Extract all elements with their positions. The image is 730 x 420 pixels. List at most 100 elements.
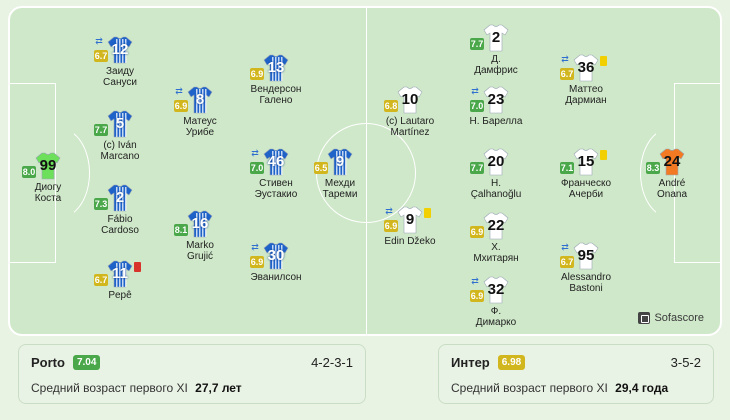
home-avg-age-label: Средний возраст первого XI (31, 381, 188, 395)
shirt-number: 2 (491, 29, 501, 46)
player-name: Франческо Ачерби (560, 178, 612, 200)
player-rating-badge: 7.7 (470, 162, 484, 174)
yellow-card-icon (600, 56, 607, 66)
player-rating-badge: 7.0 (250, 162, 264, 174)
away-team-summary[interactable]: Интер 6.98 3-5-2 Средний возраст первого… (438, 344, 714, 404)
substitution-icon: ⇄ (471, 276, 479, 286)
shirt-number: 15 (577, 153, 595, 170)
player-name: Матеус Урибе (183, 116, 217, 138)
player-name: Мехди Тареми (322, 178, 358, 200)
player-rating-badge: 6.5 (314, 162, 328, 174)
shirt-number: 99 (39, 157, 57, 174)
home-formation: 4-2-3-1 (311, 354, 353, 370)
substitution-icon: ⇄ (251, 242, 259, 252)
watermark-text: Sofascore (654, 312, 704, 324)
away-formation: 3-5-2 (670, 354, 701, 370)
home-avg-age-value: 27,7 лет (195, 381, 242, 395)
home-team-rating: 7.04 (72, 354, 101, 370)
player-rating-badge: 6.9 (250, 256, 264, 268)
shirt-number: 9 (335, 153, 345, 170)
player-name: Marko Grujić (186, 240, 214, 262)
substitution-icon: ⇄ (175, 86, 183, 96)
player-name: André Onana (656, 178, 688, 200)
player-name: Edin Džeko (384, 236, 436, 247)
shirt-number: 46 (267, 153, 285, 170)
shirt-number: 10 (401, 91, 419, 108)
shirt-number: 30 (267, 247, 285, 264)
shirt-number: 22 (487, 217, 505, 234)
player-name: Д. Дамфрис (474, 54, 518, 76)
player-rating-badge: 6.7 (94, 50, 108, 62)
player-name: Ф. Димарко (475, 306, 517, 328)
player-rating-badge: 7.0 (470, 100, 484, 112)
home-team-summary[interactable]: Porto 7.04 4-2-3-1 Средний возраст перво… (18, 344, 366, 404)
shirt-number: 32 (487, 281, 505, 298)
player-rating-badge: 8.1 (174, 224, 188, 236)
yellow-card-icon (600, 150, 607, 160)
player-rating-badge: 7.3 (94, 198, 108, 210)
player-rating-badge: 7.7 (94, 124, 108, 136)
player-rating-badge: 6.9 (174, 100, 188, 112)
sofascore-watermark: Sofascore (638, 312, 704, 324)
away-avg-age-label: Средний возраст первого XI (451, 381, 608, 395)
yellow-card-icon (424, 208, 431, 218)
player-name: Эванилсон (250, 272, 302, 283)
player-name: Х. Мхитарян (473, 242, 519, 264)
player-rating-badge: 8.0 (22, 166, 36, 178)
substitution-icon: ⇄ (471, 86, 479, 96)
player-rating-badge: 6.8 (384, 100, 398, 112)
shirt-number: 16 (191, 215, 209, 232)
shirt-number: 23 (487, 91, 505, 108)
shirt-number: 8 (195, 91, 205, 108)
red-card-icon (134, 262, 141, 272)
player-rating-badge: 6.9 (470, 226, 484, 238)
player-name: Вендерсон Галено (250, 84, 302, 106)
player-rating-badge: 8.3 (646, 162, 660, 174)
home-player[interactable]: 8 6.9 ⇄ Матеус Урибе (150, 86, 250, 138)
shirt-number: 36 (577, 59, 595, 76)
substitution-icon: ⇄ (561, 242, 569, 252)
player-name: Н. Çalhanoğlu (470, 178, 522, 200)
player-rating-badge: 6.9 (470, 290, 484, 302)
shirt-number: 24 (663, 153, 681, 170)
player-name: Диогу Коста (34, 182, 62, 204)
player-name: (c) Lautaro Martínez (385, 116, 435, 138)
